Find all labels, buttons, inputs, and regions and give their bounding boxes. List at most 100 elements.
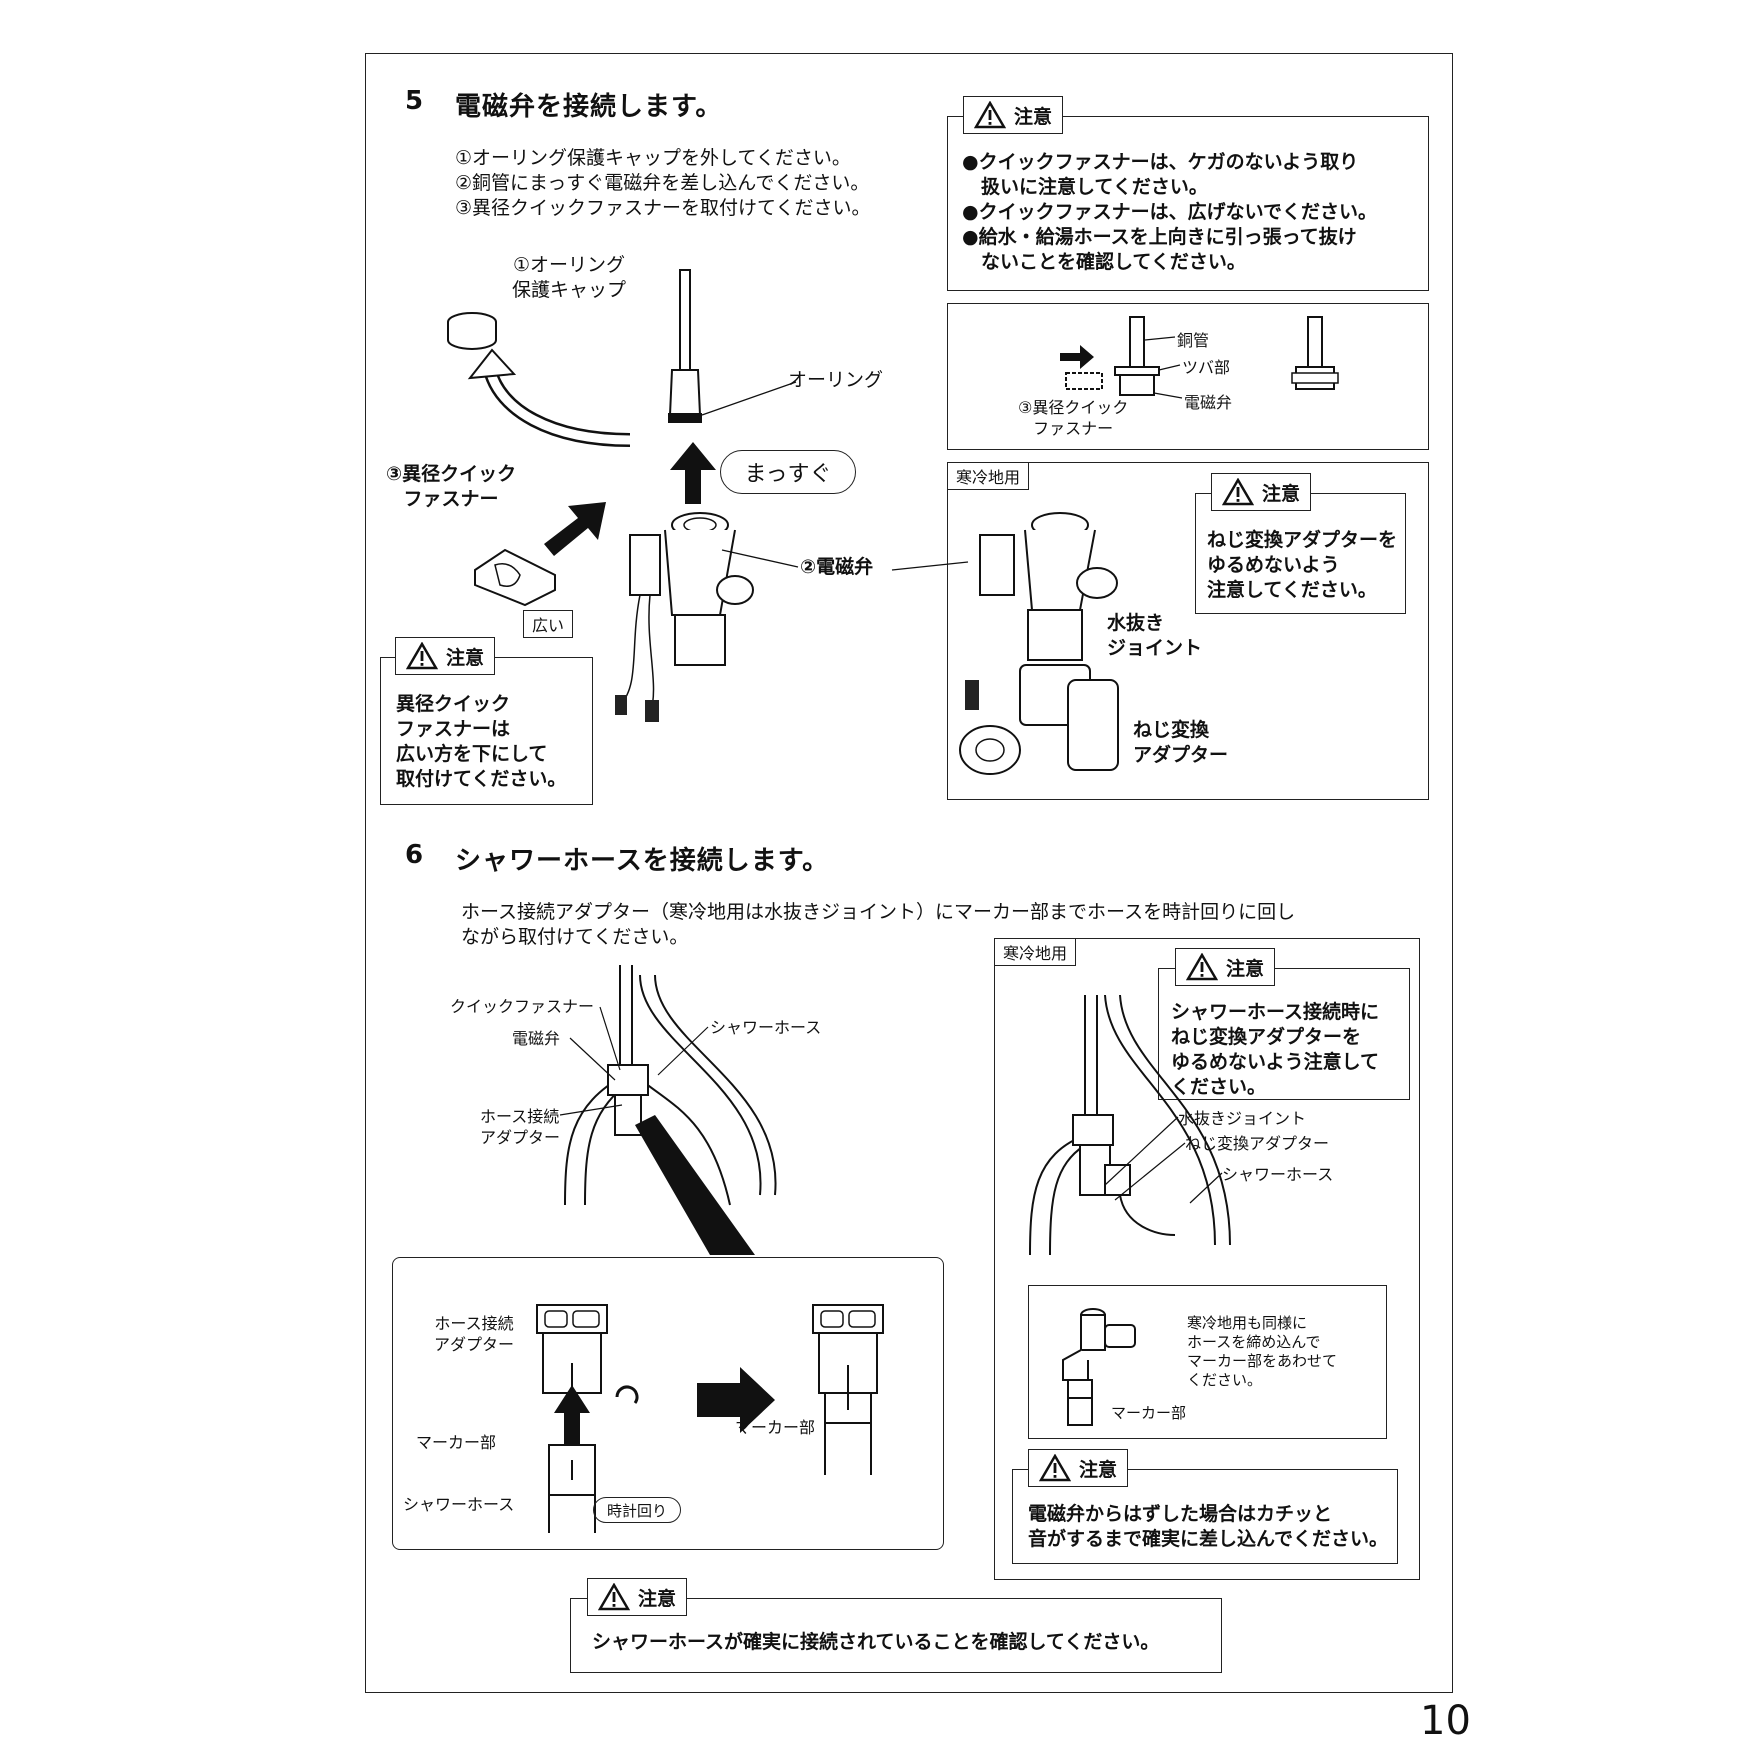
instruction-3: ③異径クイックファスナーを取付けてください。: [455, 197, 871, 219]
cold-adapter-label: ねじ変換 アダプター: [1133, 718, 1228, 768]
cold-marker-label: マーカー部: [1111, 1404, 1187, 1422]
step6-description: ホース接続アダプター（寒冷地用は水抜きジョイント）にマーカー部までホースを時計回…: [461, 900, 1295, 950]
caution-line: ねじ変換アダプターを: [1171, 1026, 1362, 1048]
caution-fastener-tag: 注意: [395, 637, 496, 675]
cold-drain-line2: ジョイント: [1107, 637, 1203, 659]
caution-line: ファスナーは: [396, 718, 511, 740]
oring-leader: [701, 381, 797, 416]
adapter-line2: アダプター: [480, 1128, 561, 1147]
caution-label: 注意: [1262, 482, 1301, 505]
caution-line: ●クイックファスナーは、広げないでください。: [962, 201, 1378, 223]
cold-adapter-label-6: ねじ変換アダプター: [1185, 1134, 1330, 1153]
cold-caution2-text: 電磁弁からはずした場合はカチッと 音がするまで確実に差し込んでください。: [1028, 1502, 1388, 1552]
caution-bottom-text: シャワーホースが確実に接続されていることを確認してください。: [592, 1631, 1160, 1653]
caution-main-box: [947, 116, 1429, 291]
detail-adapter-label: ホース接続 アダプター: [434, 1313, 514, 1355]
step6-leaders: [559, 1006, 709, 1116]
detail-fastener-label: ③異径クイック ファスナー: [1018, 397, 1128, 439]
caution-line: 取付けてください。: [396, 768, 567, 790]
quick-fastener-label: クイックファスナー: [450, 997, 595, 1016]
valve-label-6: 電磁弁: [512, 1029, 561, 1048]
cold-note-text: 寒冷地用も同様に ホースを締め込んで マーカー部をあわせて ください。: [1187, 1314, 1337, 1390]
caution-line: ねじ変換アダプターを: [1207, 529, 1398, 551]
warning-icon: [1186, 953, 1218, 981]
adapter-label-6: ホース接続 アダプター: [480, 1106, 560, 1148]
cap-removal-illustration: [447, 312, 631, 447]
cold-caution-box-6: [1158, 968, 1410, 1100]
caution-line: 扱いに注意してください。: [962, 176, 1208, 198]
detail-marker-label: マーカー部: [416, 1433, 497, 1452]
instruction-1: ①オーリング保護キャップを外してください。: [455, 147, 851, 169]
cold-caution-tag-6: 注意: [1175, 948, 1276, 986]
step6-number: 6: [405, 840, 425, 870]
caution-line: ないことを確認してください。: [962, 251, 1246, 273]
detail-flange-label: ツバ部: [1182, 358, 1231, 377]
hose-detail-illustration: [536, 1304, 884, 1533]
cold-drain-label: 水抜き ジョイント: [1107, 611, 1202, 661]
warning-icon: [1222, 478, 1254, 506]
clockwise-badge: 時計回り: [593, 1497, 681, 1523]
caution-line: ください。: [1171, 1076, 1267, 1098]
caution-main-text: ●クイックファスナーは、ケガのないよう取り 扱いに注意してください。 ●クイック…: [962, 150, 1377, 275]
caution-line: ●給水・給湯ホースを上向きに引っ張って抜け: [962, 226, 1357, 248]
step5-instructions: ①オーリング保護キャップを外してください。 ②銅管にまっすぐ電磁弁を差し込んでく…: [455, 146, 870, 221]
fastener-clip-illustration: [474, 548, 556, 607]
cap-label-line2: 保護キャップ: [512, 279, 627, 301]
cold-caution-text-5: ねじ変換アダプターを ゆるめないよう 注意してください。: [1207, 528, 1397, 603]
up-arrow-icon: [670, 442, 716, 504]
detail-fastener-line1: ③異径クイック: [1018, 398, 1129, 417]
caution-fastener-box: [380, 657, 593, 805]
caution-line: 電磁弁からはずした場合はカチッと: [1028, 1503, 1333, 1525]
cold-region-tag-6: 寒冷地用: [994, 938, 1077, 966]
detail-adapter-line1: ホース接続: [434, 1314, 514, 1333]
solenoid-valve-illustration: [615, 512, 754, 722]
instruction-2: ②銅管にまっすぐ電磁弁を差し込んでください。: [455, 172, 870, 194]
detail-valve-label: 電磁弁: [1184, 393, 1233, 412]
step5-number: 5: [405, 86, 425, 116]
caution-label: 注意: [446, 646, 485, 669]
straight-badge: まっすぐ: [720, 450, 856, 494]
caution-line: 異径クイック: [396, 693, 511, 715]
note-line: マーカー部をあわせて: [1187, 1352, 1338, 1370]
hose-detail-box: [392, 1257, 944, 1550]
cold-valve-illustration: [959, 512, 1119, 775]
warning-icon: [1039, 1454, 1071, 1482]
cold-hose-label-6: シャワーホース: [1222, 1165, 1334, 1184]
adapter-line1: ホース接続: [480, 1107, 560, 1126]
step5-title: 電磁弁を接続します。: [455, 92, 723, 122]
page-number: 10: [1420, 1698, 1471, 1744]
page-frame: [365, 53, 1453, 1693]
cold-leaders-6: [1104, 1116, 1223, 1204]
fastener-label-line1: ③異径クイック: [386, 463, 517, 485]
valve-label: ②電磁弁: [800, 556, 874, 578]
caution-bottom-tag: 注意: [587, 1578, 688, 1616]
fastener-label-line2: ファスナー: [403, 488, 499, 510]
cold-caution2-box: [1012, 1469, 1398, 1564]
cold-caution-box-5: [1195, 493, 1406, 614]
cold-hose-illustration: [1029, 994, 1231, 1256]
cold-drain-line1: 水抜き: [1107, 612, 1165, 634]
detail-adapter-line2: アダプター: [434, 1335, 515, 1354]
caution-label: 注意: [1079, 1458, 1118, 1481]
cap-label: ①オーリング 保護キャップ: [512, 253, 626, 303]
valve-leader: [721, 549, 799, 568]
cold-valve-leader: [891, 561, 969, 571]
caution-line: ゆるめないよう注意して: [1171, 1051, 1380, 1073]
hose-label-6: シャワーホース: [710, 1018, 822, 1037]
oring-label: オーリング: [788, 369, 884, 391]
description-line2: ながら取付けてください。: [461, 926, 689, 948]
cap-label-line1: ①オーリング: [512, 254, 626, 276]
cold-adapter-line2: アダプター: [1133, 744, 1229, 766]
caution-line: ゆるめないよう: [1207, 554, 1340, 576]
cold-caution2-tag: 注意: [1028, 1449, 1129, 1487]
warning-icon: [974, 101, 1006, 129]
caution-label: 注意: [638, 1587, 677, 1610]
note-line: ホースを締め込んで: [1187, 1333, 1321, 1351]
caution-line: シャワーホース接続時に: [1171, 1001, 1380, 1023]
caution-main-tag: 注意: [963, 96, 1064, 134]
warning-icon: [406, 642, 438, 670]
caution-line: 音がするまで確実に差し込んでください。: [1028, 1528, 1389, 1550]
note-line: 寒冷地用も同様に: [1187, 1314, 1308, 1332]
caution-label: 注意: [1226, 957, 1265, 980]
copper-pipe-illustration: [668, 269, 702, 423]
